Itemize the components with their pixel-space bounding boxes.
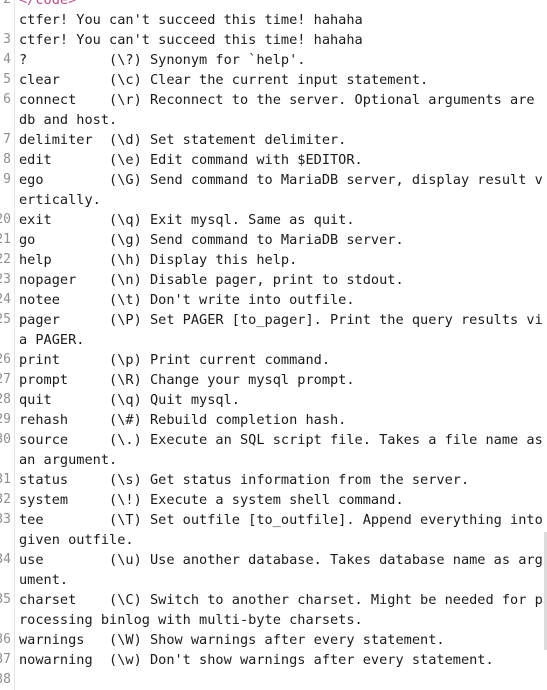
line-number: 8 bbox=[3, 152, 11, 167]
code-text: delimiter (\d) Set statement delimiter. bbox=[19, 132, 347, 148]
code-line: 32 system (\!) Execute a system shell com… bbox=[0, 490, 547, 510]
code-text: ctfer! You can't succeed this time! haha… bbox=[19, 12, 363, 28]
code-line: 9 ego (\G) Send command to MariaDB server… bbox=[0, 170, 547, 210]
line-number: 5 bbox=[3, 72, 11, 87]
line-number: 37 bbox=[0, 652, 11, 667]
code-line: 35 charset (\C) Switch to another charset… bbox=[0, 590, 547, 630]
code-line: 2 </code> bbox=[0, 0, 547, 10]
line-number: 25 bbox=[0, 312, 11, 327]
code-text: status (\s) Get status information from … bbox=[19, 472, 470, 488]
code-line: 21 go (\g) Send command to MariaDB server… bbox=[0, 230, 547, 250]
code-text: pager (\P) Set PAGER [to_pager]. Print t… bbox=[19, 312, 543, 348]
code-line: 20 exit (\q) Exit mysql. Same as quit. bbox=[0, 210, 547, 230]
line-number: 24 bbox=[0, 292, 11, 307]
line-number: 23 bbox=[0, 272, 11, 287]
code-line: 36 warnings (\W) Show warnings after ever… bbox=[0, 630, 547, 650]
line-number: 20 bbox=[0, 212, 11, 227]
code-text: source (\.) Execute an SQL script file. … bbox=[19, 432, 543, 468]
code-line: 33 tee (\T) Set outfile [to_outfile]. App… bbox=[0, 510, 547, 550]
code-line: 3 ctfer! You can't succeed this time! hah… bbox=[0, 30, 547, 50]
line-number: 7 bbox=[3, 132, 11, 147]
line-number: 31 bbox=[0, 472, 11, 487]
code-line: 7 delimiter (\d) Set statement delimiter. bbox=[0, 130, 547, 150]
line-number: 28 bbox=[0, 392, 11, 407]
code-line: 28 quit (\q) Quit mysql. bbox=[0, 390, 547, 410]
code-line: 5 clear (\c) Clear the current input stat… bbox=[0, 70, 547, 90]
code-text: warnings (\W) Show warnings after every … bbox=[19, 632, 445, 648]
line-number: 21 bbox=[0, 232, 11, 247]
code-line: 38 bbox=[0, 670, 547, 690]
scrollbar[interactable] bbox=[544, 532, 547, 650]
code-line: 25 pager (\P) Set PAGER [to_pager]. Print… bbox=[0, 310, 547, 350]
code-text: system (\!) Execute a system shell comma… bbox=[19, 492, 404, 508]
code-line: 29 rehash (\#) Rebuild completion hash. bbox=[0, 410, 547, 430]
code-line: 6 connect (\r) Reconnect to the server. O… bbox=[0, 90, 547, 130]
code-line: 23 nopager (\n) Disable pager, print to s… bbox=[0, 270, 547, 290]
code-text: ego (\G) Send command to MariaDB server,… bbox=[19, 172, 543, 208]
line-number: 35 bbox=[0, 592, 11, 607]
code-line: 24 notee (\t) Don't write into outfile. bbox=[0, 290, 547, 310]
line-number: 32 bbox=[0, 492, 11, 507]
line-number: 38 bbox=[0, 672, 11, 687]
code-text: help (\h) Display this help. bbox=[19, 252, 298, 268]
line-number: 34 bbox=[0, 552, 11, 567]
code-line: 37 nowarning (\w) Don't show warnings aft… bbox=[0, 650, 547, 670]
code-line: 4 ? (\?) Synonym for `help'. bbox=[0, 50, 547, 70]
line-number bbox=[0, 10, 11, 30]
line-number: 29 bbox=[0, 412, 11, 427]
line-number: 9 bbox=[3, 172, 11, 187]
code-text: quit (\q) Quit mysql. bbox=[19, 392, 240, 408]
line-number: 30 bbox=[0, 432, 11, 447]
code-line: 22 help (\h) Display this help. bbox=[0, 250, 547, 270]
line-number: 26 bbox=[0, 352, 11, 367]
code-text: use (\u) Use another database. Takes dat… bbox=[19, 552, 543, 588]
code-text: go (\g) Send command to MariaDB server. bbox=[19, 232, 404, 248]
code-text: print (\p) Print current command. bbox=[19, 352, 330, 368]
line-number: 2 bbox=[0, 0, 11, 10]
code-text: exit (\q) Exit mysql. Same as quit. bbox=[19, 212, 355, 228]
code-text: tee (\T) Set outfile [to_outfile]. Appen… bbox=[19, 512, 543, 548]
code-line: 8 edit (\e) Edit command with $EDITOR. bbox=[0, 150, 547, 170]
line-number: 33 bbox=[0, 512, 11, 527]
code-text: edit (\e) Edit command with $EDITOR. bbox=[19, 152, 363, 168]
code-line: 26 print (\p) Print current command. bbox=[0, 350, 547, 370]
code-text: nopager (\n) Disable pager, print to std… bbox=[19, 272, 404, 288]
code-text: connect (\r) Reconnect to the server. Op… bbox=[19, 92, 543, 128]
code-text: rehash (\#) Rebuild completion hash. bbox=[19, 412, 347, 428]
line-number: 27 bbox=[0, 372, 11, 387]
code-line: ctfer! You can't succeed this time! haha… bbox=[0, 10, 547, 30]
line-number: 22 bbox=[0, 252, 11, 267]
line-number: 3 bbox=[3, 32, 11, 47]
code-text: clear (\c) Clear the current input state… bbox=[19, 72, 429, 88]
code-line: 27 prompt (\R) Change your mysql prompt. bbox=[0, 370, 547, 390]
code-text: </code> bbox=[19, 0, 77, 8]
code-text: ? (\?) Synonym for `help'. bbox=[19, 52, 306, 68]
code-text: nowarning (\w) Don't show warnings after… bbox=[19, 652, 494, 668]
line-number: 36 bbox=[0, 632, 11, 647]
code-line: 30 source (\.) Execute an SQL script file… bbox=[0, 430, 547, 470]
line-number: 4 bbox=[3, 52, 11, 67]
code-text: notee (\t) Don't write into outfile. bbox=[19, 292, 355, 308]
code-line: 31 status (\s) Get status information fro… bbox=[0, 470, 547, 490]
code-text: prompt (\R) Change your mysql prompt. bbox=[19, 372, 355, 388]
line-number: 6 bbox=[3, 92, 11, 107]
code-text: ctfer! You can't succeed this time! haha… bbox=[19, 32, 363, 48]
gutter-divider bbox=[14, 0, 15, 690]
code-line: 34 use (\u) Use another database. Takes d… bbox=[0, 550, 547, 590]
code-text: charset (\C) Switch to another charset. … bbox=[19, 592, 543, 628]
